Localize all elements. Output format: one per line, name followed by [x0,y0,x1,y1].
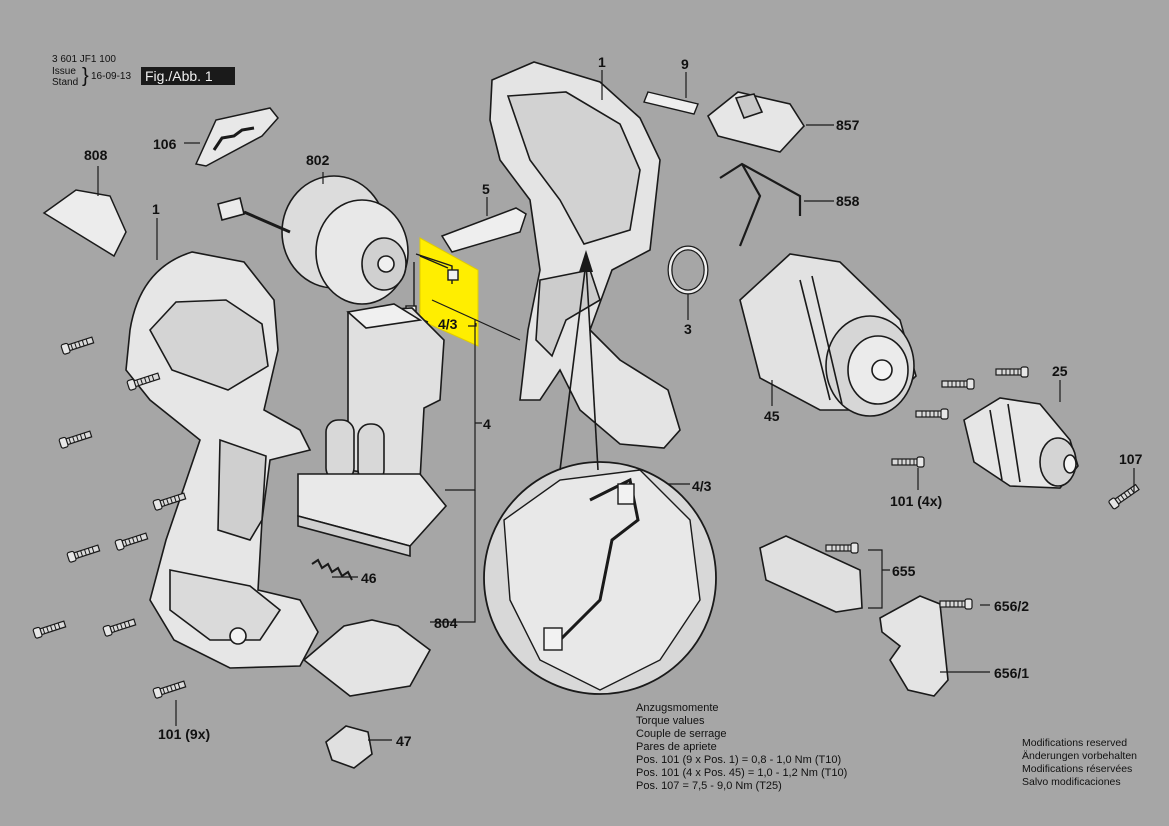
label-part-9: 9 [681,56,689,72]
part-106-shape [194,107,279,167]
label-part-106: 106 [153,136,177,152]
highlight-part-4-3 [419,237,479,347]
modifications-line: Salvo modificaciones [1022,776,1121,788]
torque-line: Pos. 101 (4 x Pos. 45) = 1,0 - 1,2 Nm (T… [636,767,848,779]
modifications-line: Änderungen vorbehalten [1022,750,1138,762]
modifications-line: Modifications réservées [1022,763,1133,775]
label-part-101-4x: 101 (4x) [890,493,943,509]
torque-line: Anzugsmomente [636,702,719,714]
label-part-107: 107 [1119,451,1143,467]
label-part-804: 804 [434,615,458,631]
label-part-857: 857 [836,117,860,133]
label-part-4-3-detail: 4/3 [692,478,712,494]
torque-line: Torque values [636,715,705,727]
electronics-module-shape [297,303,448,558]
label-part-45: 45 [764,408,780,424]
brace-icon: } [82,65,89,87]
label-part-656-2: 656/2 [994,598,1030,614]
label-part-4-3-top: 4/3 [438,316,458,332]
label-part-46: 46 [361,570,377,586]
detail-magnifier [483,250,717,695]
torque-line: Couple de serrage [636,728,727,740]
label-part-3: 3 [684,321,692,337]
label-part-655: 655 [892,563,916,579]
label-part-1-right: 1 [598,54,606,70]
doc-number: 3 601 JF1 100 [52,54,116,65]
label-part-47: 47 [396,733,412,749]
motor-802-shape [217,175,409,305]
part-808-shape [42,189,127,258]
leader-lines [97,70,1135,741]
gearbox-45-shape [739,253,917,417]
belt-clip-656-1-shape [879,595,949,697]
torque-line: Pos. 107 = 7,5 - 9,0 Nm (T25) [636,780,782,792]
label-part-101-9x: 101 (9x) [158,726,211,742]
torque-line: Pos. 101 (9 x Pos. 1) = 0,8 - 1,0 Nm (T1… [636,754,842,766]
torque-values: Anzugsmomente Torque values Couple de se… [636,702,847,793]
issue-date: 16-09-13 [91,71,132,82]
label-part-25: 25 [1052,363,1068,379]
figure-label: Fig./Abb. 1 [141,67,235,85]
stand-label: Stand [52,77,79,88]
left-housing-shape [125,251,319,669]
clip-655-shape [759,535,863,613]
modifications-note: Modifications reserved Änderungen vorbeh… [1022,737,1137,789]
issue-label: Issue [52,66,76,77]
spring-46-shape [311,558,353,581]
label-part-4: 4 [483,416,491,432]
label-part-808: 808 [84,147,108,163]
part-5-shape [440,207,527,253]
part-857-shape [706,91,806,153]
plate-804-shape [302,619,432,697]
part-47-shape [325,725,373,769]
chuck-25-shape [963,397,1079,489]
label-part-1-left: 1 [152,201,160,217]
label-part-656-1: 656/1 [994,665,1030,681]
part-9-shape [643,91,699,115]
label-part-858: 858 [836,193,860,209]
torque-line: Pares de apriete [636,741,717,753]
part-858-shape [719,162,802,247]
modifications-line: Modifications reserved [1022,737,1128,749]
label-part-5: 5 [482,181,490,197]
label-part-802: 802 [306,152,330,168]
